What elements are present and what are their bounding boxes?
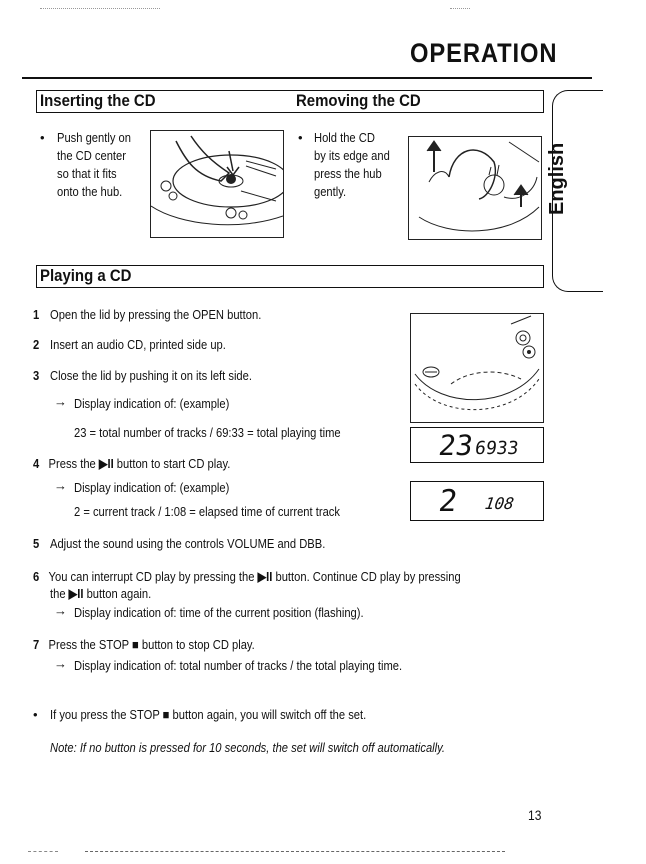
step-6-sub: Display indication of: time of the curre…	[74, 605, 364, 620]
heading-inserting: Inserting the CD	[40, 91, 156, 110]
play-pause-icon: ▶II	[68, 586, 84, 601]
remove-line-3: press the hub	[314, 166, 382, 181]
play-pause-icon: ▶II	[257, 569, 273, 584]
lcd-1-time: 6933	[473, 438, 520, 459]
arrow-icon: →	[54, 656, 67, 671]
remove-line-4: gently.	[314, 184, 347, 199]
lcd-2-track: 2	[436, 484, 460, 519]
step-2-text: Insert an audio CD, printed side up.	[50, 337, 226, 352]
step-6-line-2: the ▶II button again.	[50, 586, 151, 601]
step-6-text-b: button. Continue CD play by pressing	[272, 569, 461, 584]
arrow-icon: →	[54, 394, 67, 409]
bullet-icon: •	[298, 130, 303, 145]
step-number: 6	[33, 569, 40, 584]
step-3-note: 23 = total number of tracks / 69:33 = to…	[74, 425, 341, 440]
lcd-1-track: 23	[436, 429, 476, 462]
step-7-text-b: button to stop CD play.	[138, 637, 255, 652]
arrow-icon: →	[54, 603, 67, 618]
step-6-text-a: You can interrupt CD play by pressing th…	[48, 569, 258, 584]
step-5-text: Adjust the sound using the controls VOLU…	[50, 536, 326, 551]
heading-removing: Removing the CD	[296, 91, 421, 110]
stop-icon: ■	[162, 707, 170, 722]
step-4-line: 4 Press the ▶II button to start CD play.	[33, 456, 230, 471]
insert-line-2: the CD center	[57, 148, 126, 163]
remove-cd-illustration	[408, 136, 542, 240]
scan-marks-bottom	[85, 851, 505, 852]
player-lid-illustration	[410, 313, 544, 423]
bullet-icon: •	[33, 707, 38, 722]
page-number: 13	[528, 807, 542, 823]
step-3-text: Close the lid by pushing it on its left …	[50, 368, 252, 383]
arrow-icon: →	[54, 478, 67, 493]
step-1-text: Open the lid by pressing the OPEN button…	[50, 307, 262, 322]
step-3-sub: Display indication of: (example)	[74, 396, 230, 411]
scan-marks-top-right	[450, 8, 470, 13]
insert-line-1: Push gently on	[57, 130, 131, 145]
section-header-playing	[36, 265, 544, 288]
remove-line-2: by its edge and	[314, 148, 390, 163]
lcd-2-time: 108	[483, 494, 516, 513]
insert-line-4: onto the hub.	[57, 184, 123, 199]
step-7-line: 7 Press the STOP ■ button to stop CD pla…	[33, 637, 255, 652]
step-number: 4	[33, 456, 40, 471]
step-4-sub: Display indication of: (example)	[74, 480, 230, 495]
extra-text-a: If you press the STOP	[50, 707, 163, 722]
language-tab	[552, 90, 603, 292]
step-6-line-1: 6 You can interrupt CD play by pressing …	[33, 569, 461, 584]
title-rule	[22, 77, 592, 79]
step-number: 2	[33, 337, 40, 352]
step-7-sub: Display indication of: total number of t…	[74, 658, 403, 673]
step-number: 3	[33, 368, 40, 383]
step-number: 7	[33, 637, 40, 652]
extra-text-b: button again, you will switch off the se…	[169, 707, 367, 722]
bullet-icon: •	[40, 130, 45, 145]
language-tab-label: English	[546, 142, 568, 215]
step-6-line2-a: the	[50, 586, 69, 601]
step-4-note: 2 = current track / 1:08 = elapsed time …	[74, 504, 340, 519]
heading-playing: Playing a CD	[40, 266, 132, 285]
extra-line: If you press the STOP ■ button again, yo…	[50, 707, 366, 722]
lcd-display-2: 2 108	[410, 481, 544, 521]
remove-line-1: Hold the CD	[314, 130, 375, 145]
note-text: Note: If no button is pressed for 10 sec…	[50, 740, 446, 755]
play-pause-icon: ▶II	[98, 456, 114, 471]
page-title: OPERATION	[410, 38, 558, 68]
step-number: 5	[33, 536, 40, 551]
stop-icon: ■	[132, 637, 139, 652]
scan-marks-bottom-left	[28, 851, 58, 852]
step-6-line2-b: button again.	[83, 586, 152, 601]
insert-cd-illustration	[150, 130, 290, 238]
step-4-text-a: Press the	[48, 456, 99, 471]
step-4-text-b: button to start CD play.	[113, 456, 231, 471]
section-header-insert-remove	[36, 90, 544, 113]
scan-marks-top	[40, 8, 160, 13]
lcd-display-1: 23 6933	[410, 427, 544, 463]
insert-line-3: so that it fits	[57, 166, 117, 181]
step-number: 1	[33, 307, 40, 322]
step-7-text-a: Press the STOP	[48, 637, 133, 652]
